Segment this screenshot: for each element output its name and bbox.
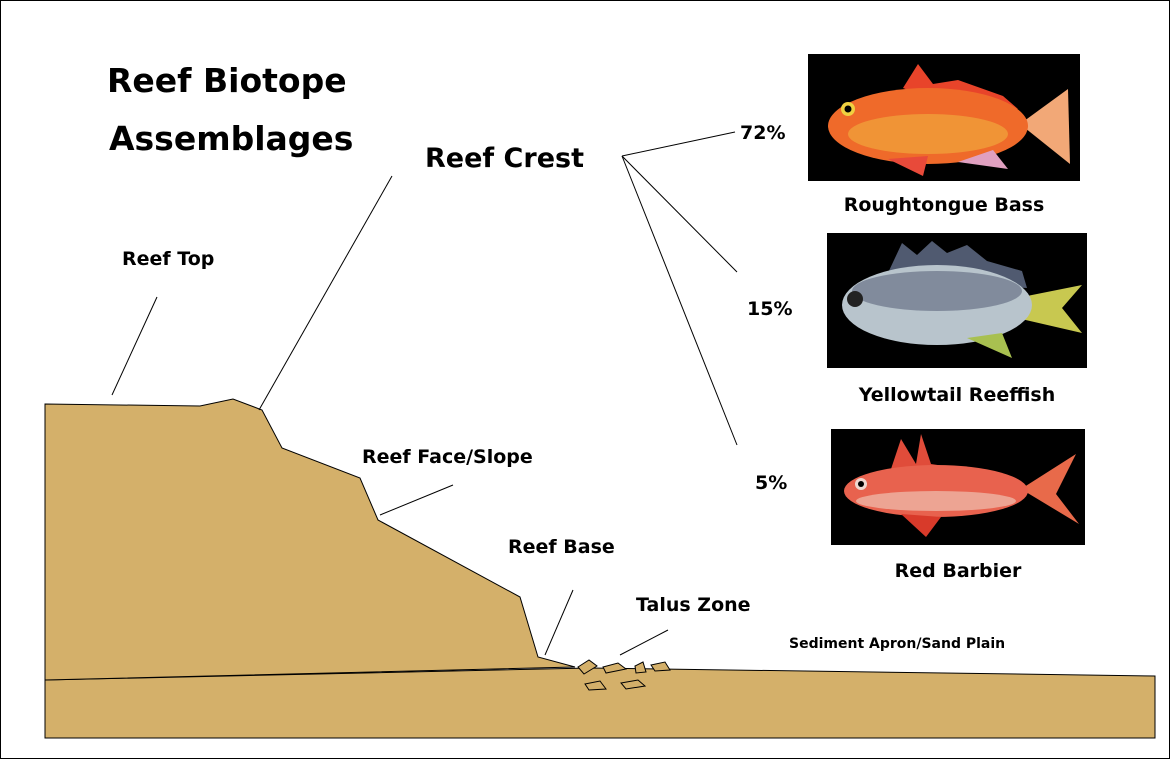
sediment-apron-shape <box>45 668 1155 738</box>
reef-top-pointer <box>112 297 157 395</box>
diagram-title-line2: Assemblages <box>109 110 353 168</box>
reef-base-pointer <box>545 590 573 655</box>
percent-15-label: 15% <box>747 298 792 320</box>
percent-5-label: 5% <box>755 472 787 494</box>
talus-zone-label: Talus Zone <box>636 594 751 616</box>
reef-top-label: Reef Top <box>122 248 214 270</box>
reef-base-label: Reef Base <box>508 536 615 558</box>
yellowtail-reeffish-caption: Yellowtail Reeffish <box>827 384 1087 406</box>
red-barbier-caption: Red Barbier <box>831 560 1085 582</box>
roughtongue-bass-caption: Roughtongue Bass <box>808 194 1080 216</box>
red-barbier-image <box>831 429 1085 545</box>
percent-72-label: 72% <box>740 122 785 144</box>
reef-crest-label: Reef Crest <box>425 143 584 174</box>
reef-face-pointer <box>380 485 453 515</box>
roughtongue-bass-image <box>808 54 1080 181</box>
roughtongue-bass-photo <box>808 54 1080 181</box>
yellowtail-reeffish-photo <box>827 233 1087 368</box>
reef-mass-shape <box>45 399 575 680</box>
talus-zone-pointer <box>620 630 668 655</box>
red-barbier-photo <box>831 429 1085 545</box>
crest-to-72-line <box>622 132 735 156</box>
diagram-title-line1: Reef Biotope <box>107 52 347 110</box>
reef-crest-pointer <box>259 176 392 410</box>
crest-to-15-line <box>622 156 737 272</box>
sediment-apron-label: Sediment Apron/Sand Plain <box>789 636 1005 652</box>
reef-face-label: Reef Face/Slope <box>362 446 533 468</box>
yellowtail-reeffish-image <box>827 233 1087 368</box>
crest-to-5-line <box>622 156 737 445</box>
